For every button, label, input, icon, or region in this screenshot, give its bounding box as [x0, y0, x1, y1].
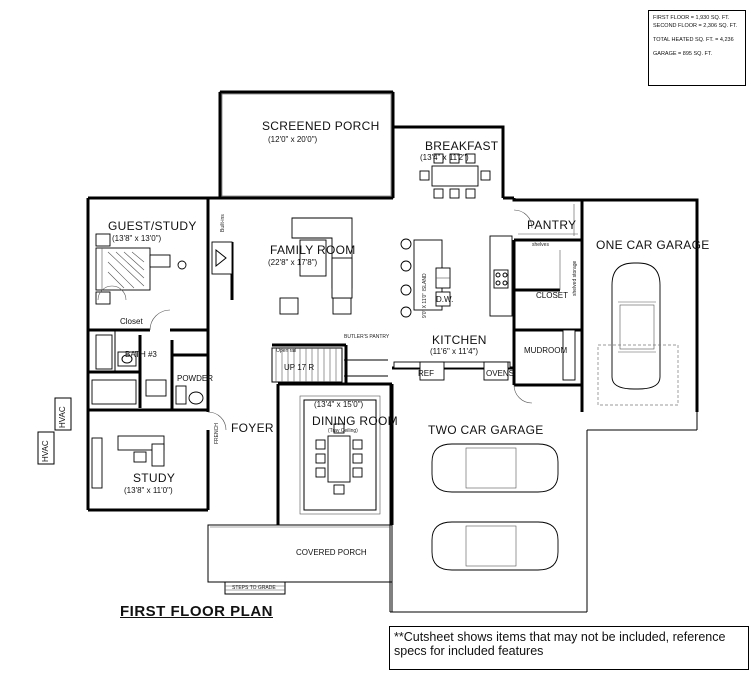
dining-room-label: DINING ROOM: [312, 414, 398, 428]
tray-ceiling: [303, 399, 377, 511]
family-room-furniture: [279, 217, 353, 315]
covered-porch-label: COVERED PORCH: [296, 548, 367, 557]
screened-porch-walls: [218, 90, 395, 199]
breakfast-size: (13'4" x 11'2"): [420, 153, 469, 162]
fireplace: [211, 241, 233, 275]
guest-study-label: GUEST/STUDY: [108, 219, 197, 233]
mudroom-label: MUDROOM: [524, 346, 567, 355]
hvac-1-group: HVAC: [58, 406, 67, 428]
pantry-label: PANTRY: [527, 218, 576, 232]
car-one-car-garage: [611, 262, 661, 390]
ref-label: REF: [418, 369, 434, 378]
screened-porch-label: SCREENED PORCH: [262, 119, 380, 133]
garage-sqft: GARAGE = 895 SQ. FT.: [653, 51, 713, 57]
garage-storage-outline: [597, 344, 679, 406]
ovens-label: OVENS: [486, 369, 514, 378]
plan-title: FIRST FLOOR PLAN: [120, 603, 273, 620]
pantry-shelves: [518, 204, 578, 381]
two-car-garage-label: TWO CAR GARAGE: [428, 423, 544, 437]
open-rail-label: Open rail: [276, 348, 296, 354]
one-car-garage-label: ONE CAR GARAGE: [596, 238, 710, 252]
foyer-label: FOYER: [231, 421, 274, 435]
kitchen-size: (11'6" x 11'4"): [430, 347, 478, 356]
dining-tray-note: (Tray Ceiling): [328, 428, 358, 434]
screened-porch-size: (12'0" x 20'0"): [268, 135, 318, 144]
dw-label: D.W.: [436, 295, 453, 304]
door-swings: [97, 209, 533, 431]
breakfast-table: [419, 153, 491, 199]
study-desk: [91, 435, 165, 489]
staircase: [271, 347, 388, 383]
island-label: 9'0" X 11'0" ISLAND: [422, 273, 428, 318]
study-label: STUDY: [133, 471, 175, 485]
second-floor-sqft: SECOND FLOOR = 2,306 SQ. FT.: [653, 23, 738, 29]
kitchen-island: [400, 238, 451, 318]
cutsheet-disclaimer: **Cutsheet shows items that may not be i…: [389, 626, 749, 670]
builtins-label: Built-ins: [220, 214, 226, 232]
storage-label-group: shelved storage: [572, 260, 578, 296]
island-label-group: 9'0" X 11'0" ISLAND: [422, 273, 428, 318]
shelves-label: shelves: [532, 242, 549, 248]
hvac-2-group: HVAC: [41, 440, 50, 462]
hvac-unit-1: [54, 397, 72, 431]
family-room-label: FAMILY ROOM: [270, 243, 356, 257]
bath-label: BATH #3: [125, 350, 157, 359]
hvac-1-label: HVAC: [58, 406, 67, 428]
square-footage-box: FIRST FLOOR = 1,930 SQ. FT. SECOND FLOOR…: [648, 10, 746, 86]
bath-fixtures: [91, 334, 204, 405]
shelved-storage-label: shelved storage: [572, 260, 578, 296]
total-heated-sqft: TOTAL HEATED SQ. FT. = 4,236: [653, 37, 734, 43]
car-garage-bottom: [431, 521, 559, 571]
breakfast-label: BREAKFAST: [425, 139, 499, 153]
tray-ceiling-outer: [299, 395, 381, 515]
kitchen-label: KITCHEN: [432, 333, 487, 347]
kitchen-counters: [393, 235, 513, 381]
dining-table: [315, 423, 363, 495]
guest-bed: [95, 233, 187, 305]
family-room-size: (22'8" x 17'8"): [268, 258, 318, 267]
first-floor-sqft: FIRST FLOOR = 1,930 SQ. FT.: [653, 15, 730, 21]
french-doors-label: FRENCH: [214, 423, 220, 444]
powder-label: POWDER: [177, 374, 213, 383]
french-label-group: FRENCH: [214, 423, 220, 444]
car-garage-top: [431, 443, 559, 493]
hvac-2-label: HVAC: [41, 440, 50, 462]
butler-pantry-label: BUTLER'S PANTRY: [344, 334, 390, 340]
guest-study-size: (13'8" x 13'0"): [112, 234, 162, 243]
guest-closet-label: Closet: [120, 317, 143, 326]
builtins-label-group: Built-ins: [220, 214, 226, 232]
hvac-unit-2: [37, 431, 55, 465]
closet-label: CLOSET: [536, 291, 568, 300]
steps-to-grade-label: STEPS TO GRADE: [232, 585, 276, 591]
covered-porch-outline: [207, 524, 393, 595]
study-size: (13'8" x 11'0"): [124, 486, 173, 495]
stairs-up-label: UP 17 R: [284, 363, 314, 372]
dining-size: (13'4" x 15'0"): [314, 400, 364, 409]
